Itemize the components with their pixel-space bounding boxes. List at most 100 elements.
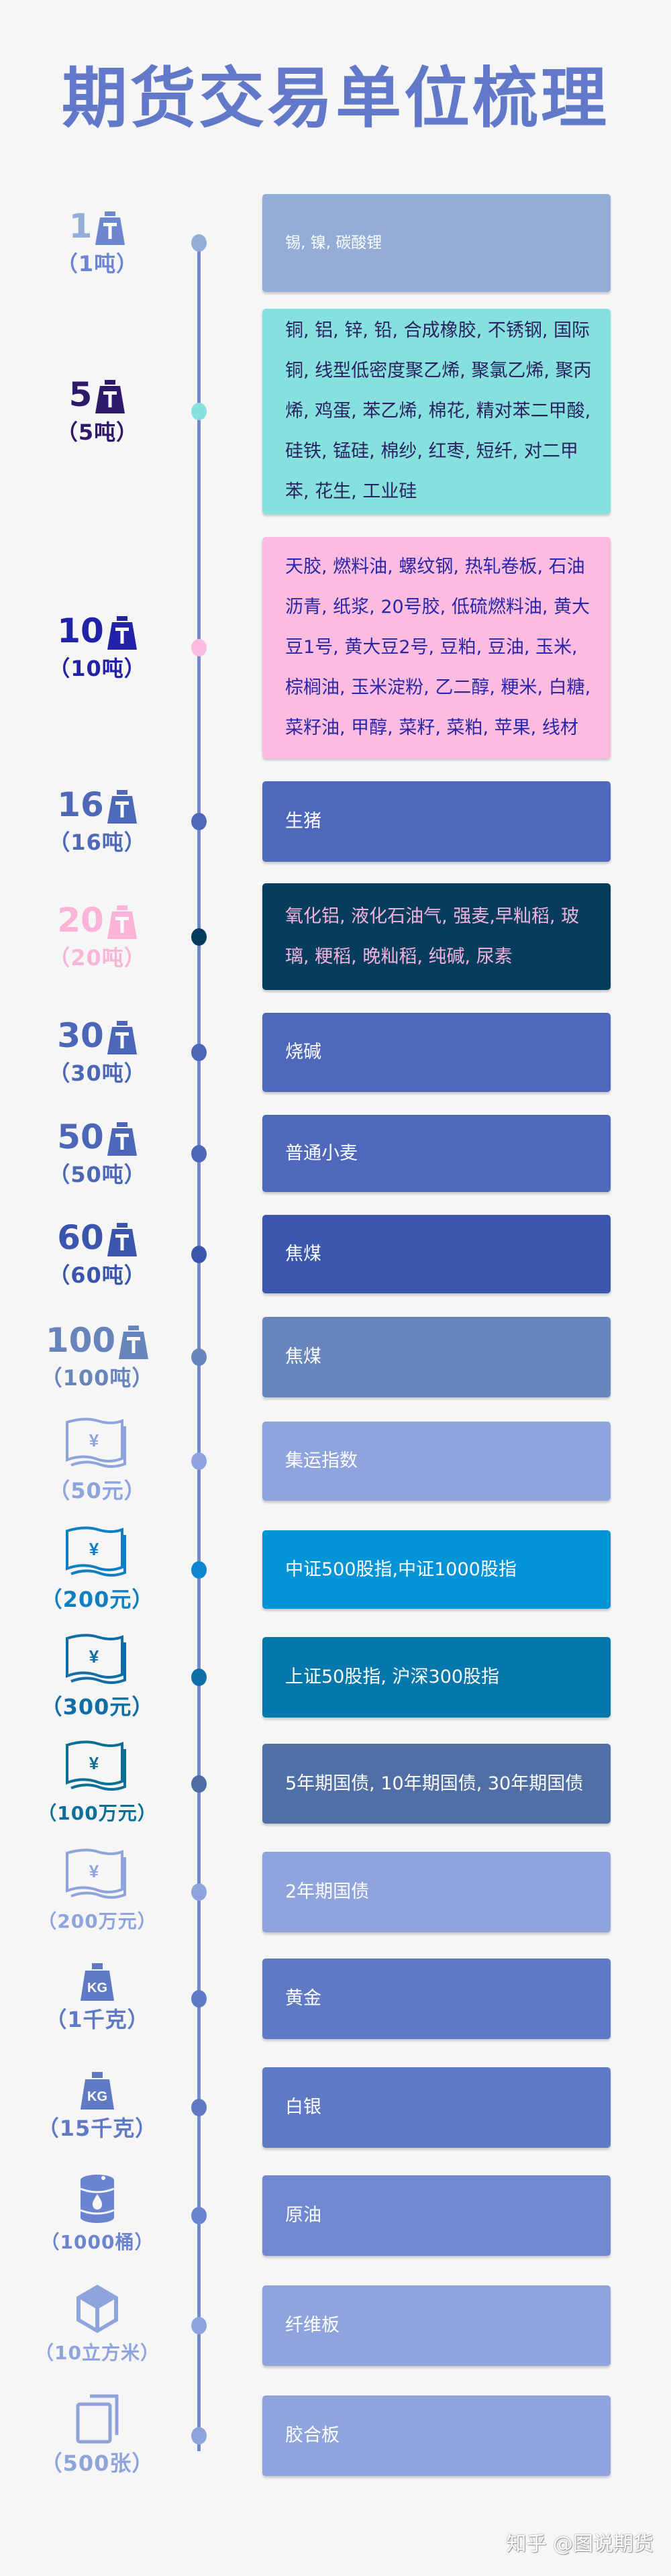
- timeline-dot: [191, 1990, 207, 2008]
- commodity-list: 生猪: [285, 811, 321, 832]
- ton-weight-icon: [95, 211, 125, 245]
- unit-row: KG （1千克） 黄金: [0, 1959, 671, 2039]
- unit-label-group: KG （15千克）: [27, 2072, 168, 2143]
- ton-weight-icon: [107, 616, 138, 650]
- commodity-list: 烧碱: [285, 1042, 321, 1062]
- commodity-list: 天胶, 燃料油, 螺纹钢, 热轧卷板, 石油沥青, 纸浆, 20号胶, 低硫燃料…: [285, 556, 591, 738]
- unit-header: 1: [27, 207, 168, 245]
- timeline-dot: [191, 639, 207, 656]
- timeline-dot: [191, 1669, 207, 1686]
- kg-weight-icon: KG: [79, 2072, 115, 2110]
- timeline-dot: [191, 1775, 207, 1793]
- unit-label: （500张）: [40, 2450, 154, 2476]
- page-title: 期货交易单位梳理: [61, 60, 609, 137]
- unit-label: （300元）: [40, 1694, 154, 1720]
- unit-row: 30 （30吨） 烧碱: [0, 1013, 671, 1092]
- unit-row: 1 （1吨） 锡, 镍, 碳酸锂: [0, 194, 671, 292]
- unit-number: 50: [57, 1117, 104, 1156]
- svg-text:KG: KG: [87, 2089, 107, 2104]
- unit-label: （15千克）: [37, 2116, 158, 2141]
- commodity-list: 氧化铝, 液化石油气, 强麦,早籼稻, 玻璃, 粳稻, 晚籼稻, 纯碱, 尿素: [285, 905, 580, 967]
- commodity-card: 5年期国债, 10年期国债, 30年期国债: [262, 1744, 611, 1824]
- unit-label-group: 30 （30吨）: [27, 1017, 168, 1088]
- commodity-card: 天胶, 燃料油, 螺纹钢, 热轧卷板, 石油沥青, 纸浆, 20号胶, 低硫燃料…: [262, 537, 611, 758]
- timeline-axis: [197, 243, 201, 2451]
- unit-row: （10立方米） 纤维板: [0, 2285, 671, 2366]
- unit-label: （60吨）: [48, 1262, 146, 1288]
- banknote-icon: ¥: [64, 1633, 130, 1688]
- unit-number: 100: [45, 1321, 116, 1360]
- unit-label: （5吨）: [56, 419, 139, 445]
- unit-header: [27, 2174, 168, 2224]
- unit-header: ¥: [27, 1740, 168, 1795]
- svg-text:¥: ¥: [89, 1753, 99, 1773]
- oil-barrel-icon: [79, 2174, 115, 2224]
- unit-row: KG（15千克）白银: [0, 2067, 671, 2148]
- unit-header: [27, 2283, 168, 2334]
- unit-number: 5: [68, 375, 93, 414]
- commodity-card: 纤维板: [262, 2285, 611, 2366]
- commodity-list: 上证50股指, 沪深300股指: [285, 1667, 500, 1687]
- timeline-dot: [191, 813, 207, 830]
- commodity-list: 焦煤: [285, 1346, 321, 1367]
- unit-label-group: KG （1千克）: [27, 1963, 168, 2034]
- unit-header: 60: [27, 1219, 168, 1256]
- commodity-card: 烧碱: [262, 1013, 611, 1092]
- commodity-card: 焦煤: [262, 1215, 611, 1293]
- timeline-dot: [191, 2099, 207, 2116]
- unit-number: 1: [68, 207, 93, 246]
- unit-label: （10吨）: [48, 656, 146, 681]
- unit-header: KG: [27, 1963, 168, 2001]
- unit-header: ¥: [27, 1417, 168, 1472]
- unit-label: （1000桶）: [40, 2231, 154, 2253]
- unit-row: 20 （20吨） 氧化铝, 液化石油气, 强麦,早籼稻, 玻璃, 粳稻, 晚籼稻, …: [0, 883, 671, 990]
- commodity-list: 2年期国债: [285, 1881, 370, 1902]
- banknote-icon: ¥: [64, 1526, 130, 1581]
- timeline-dot: [191, 1144, 207, 1162]
- commodity-card: 黄金: [262, 1959, 611, 2039]
- unit-label: （1吨）: [56, 251, 139, 277]
- unit-label: （20吨）: [48, 944, 146, 971]
- unit-number: 60: [57, 1218, 104, 1257]
- unit-number: 20: [57, 900, 104, 940]
- unit-label-group: ¥ （300元）: [27, 1633, 168, 1722]
- unit-label-group: 5 （5吨）: [27, 376, 168, 447]
- unit-header: 20: [27, 901, 168, 939]
- unit-label-group: ¥（100万元）: [27, 1740, 168, 1828]
- unit-header: KG: [27, 2072, 168, 2110]
- timeline-dot: [191, 2317, 207, 2334]
- unit-row: ¥ （300元） 上证50股指, 沪深300股指: [0, 1634, 671, 1720]
- ton-weight-icon: [95, 380, 125, 413]
- unit-label-group: ¥ （200元）: [27, 1526, 168, 1614]
- unit-label: （1千克）: [45, 2007, 150, 2032]
- timeline-dot: [191, 1883, 207, 1901]
- unit-header: 30: [27, 1017, 168, 1054]
- banknote-icon: ¥: [64, 1848, 130, 1903]
- ton-weight-icon: [107, 1122, 138, 1156]
- kg-weight-icon: KG: [79, 1963, 115, 2001]
- unit-label: （200元）: [40, 1586, 154, 1612]
- commodity-list: 焦煤: [285, 1243, 321, 1265]
- unit-row: ¥（100万元）5年期国债, 10年期国债, 30年期国债: [0, 1740, 671, 1824]
- unit-label-group: 20 （20吨）: [27, 901, 168, 973]
- commodity-card: 中证500股指,中证1000股指: [262, 1530, 611, 1609]
- commodity-list: 普通小麦: [285, 1142, 358, 1164]
- unit-header: 10: [27, 612, 168, 650]
- unit-row: 50（50吨）普通小麦: [0, 1115, 671, 1192]
- svg-text:KG: KG: [87, 1981, 107, 1995]
- ton-weight-icon: [118, 1326, 149, 1359]
- sheets-icon: [75, 2393, 119, 2444]
- commodity-card: 锡, 镍, 碳酸锂: [262, 194, 611, 292]
- commodity-card: 生猪: [262, 781, 611, 862]
- timeline-dot: [191, 2207, 207, 2224]
- unit-label-group: （500张）: [27, 2393, 168, 2478]
- unit-label: （30吨）: [48, 1060, 146, 1086]
- unit-label-group: （10立方米）: [27, 2283, 168, 2368]
- unit-label: （16吨）: [48, 830, 146, 855]
- commodity-list: 黄金: [285, 1988, 321, 2009]
- ton-weight-icon: [107, 905, 138, 939]
- unit-row: 10 （10吨） 天胶, 燃料油, 螺纹钢, 热轧卷板, 石油沥青, 纸浆, 20号…: [0, 537, 671, 758]
- unit-header: ¥: [27, 1848, 168, 1903]
- unit-row: ¥（50元）集运指数: [0, 1418, 671, 1503]
- unit-label: （100吨）: [40, 1365, 154, 1391]
